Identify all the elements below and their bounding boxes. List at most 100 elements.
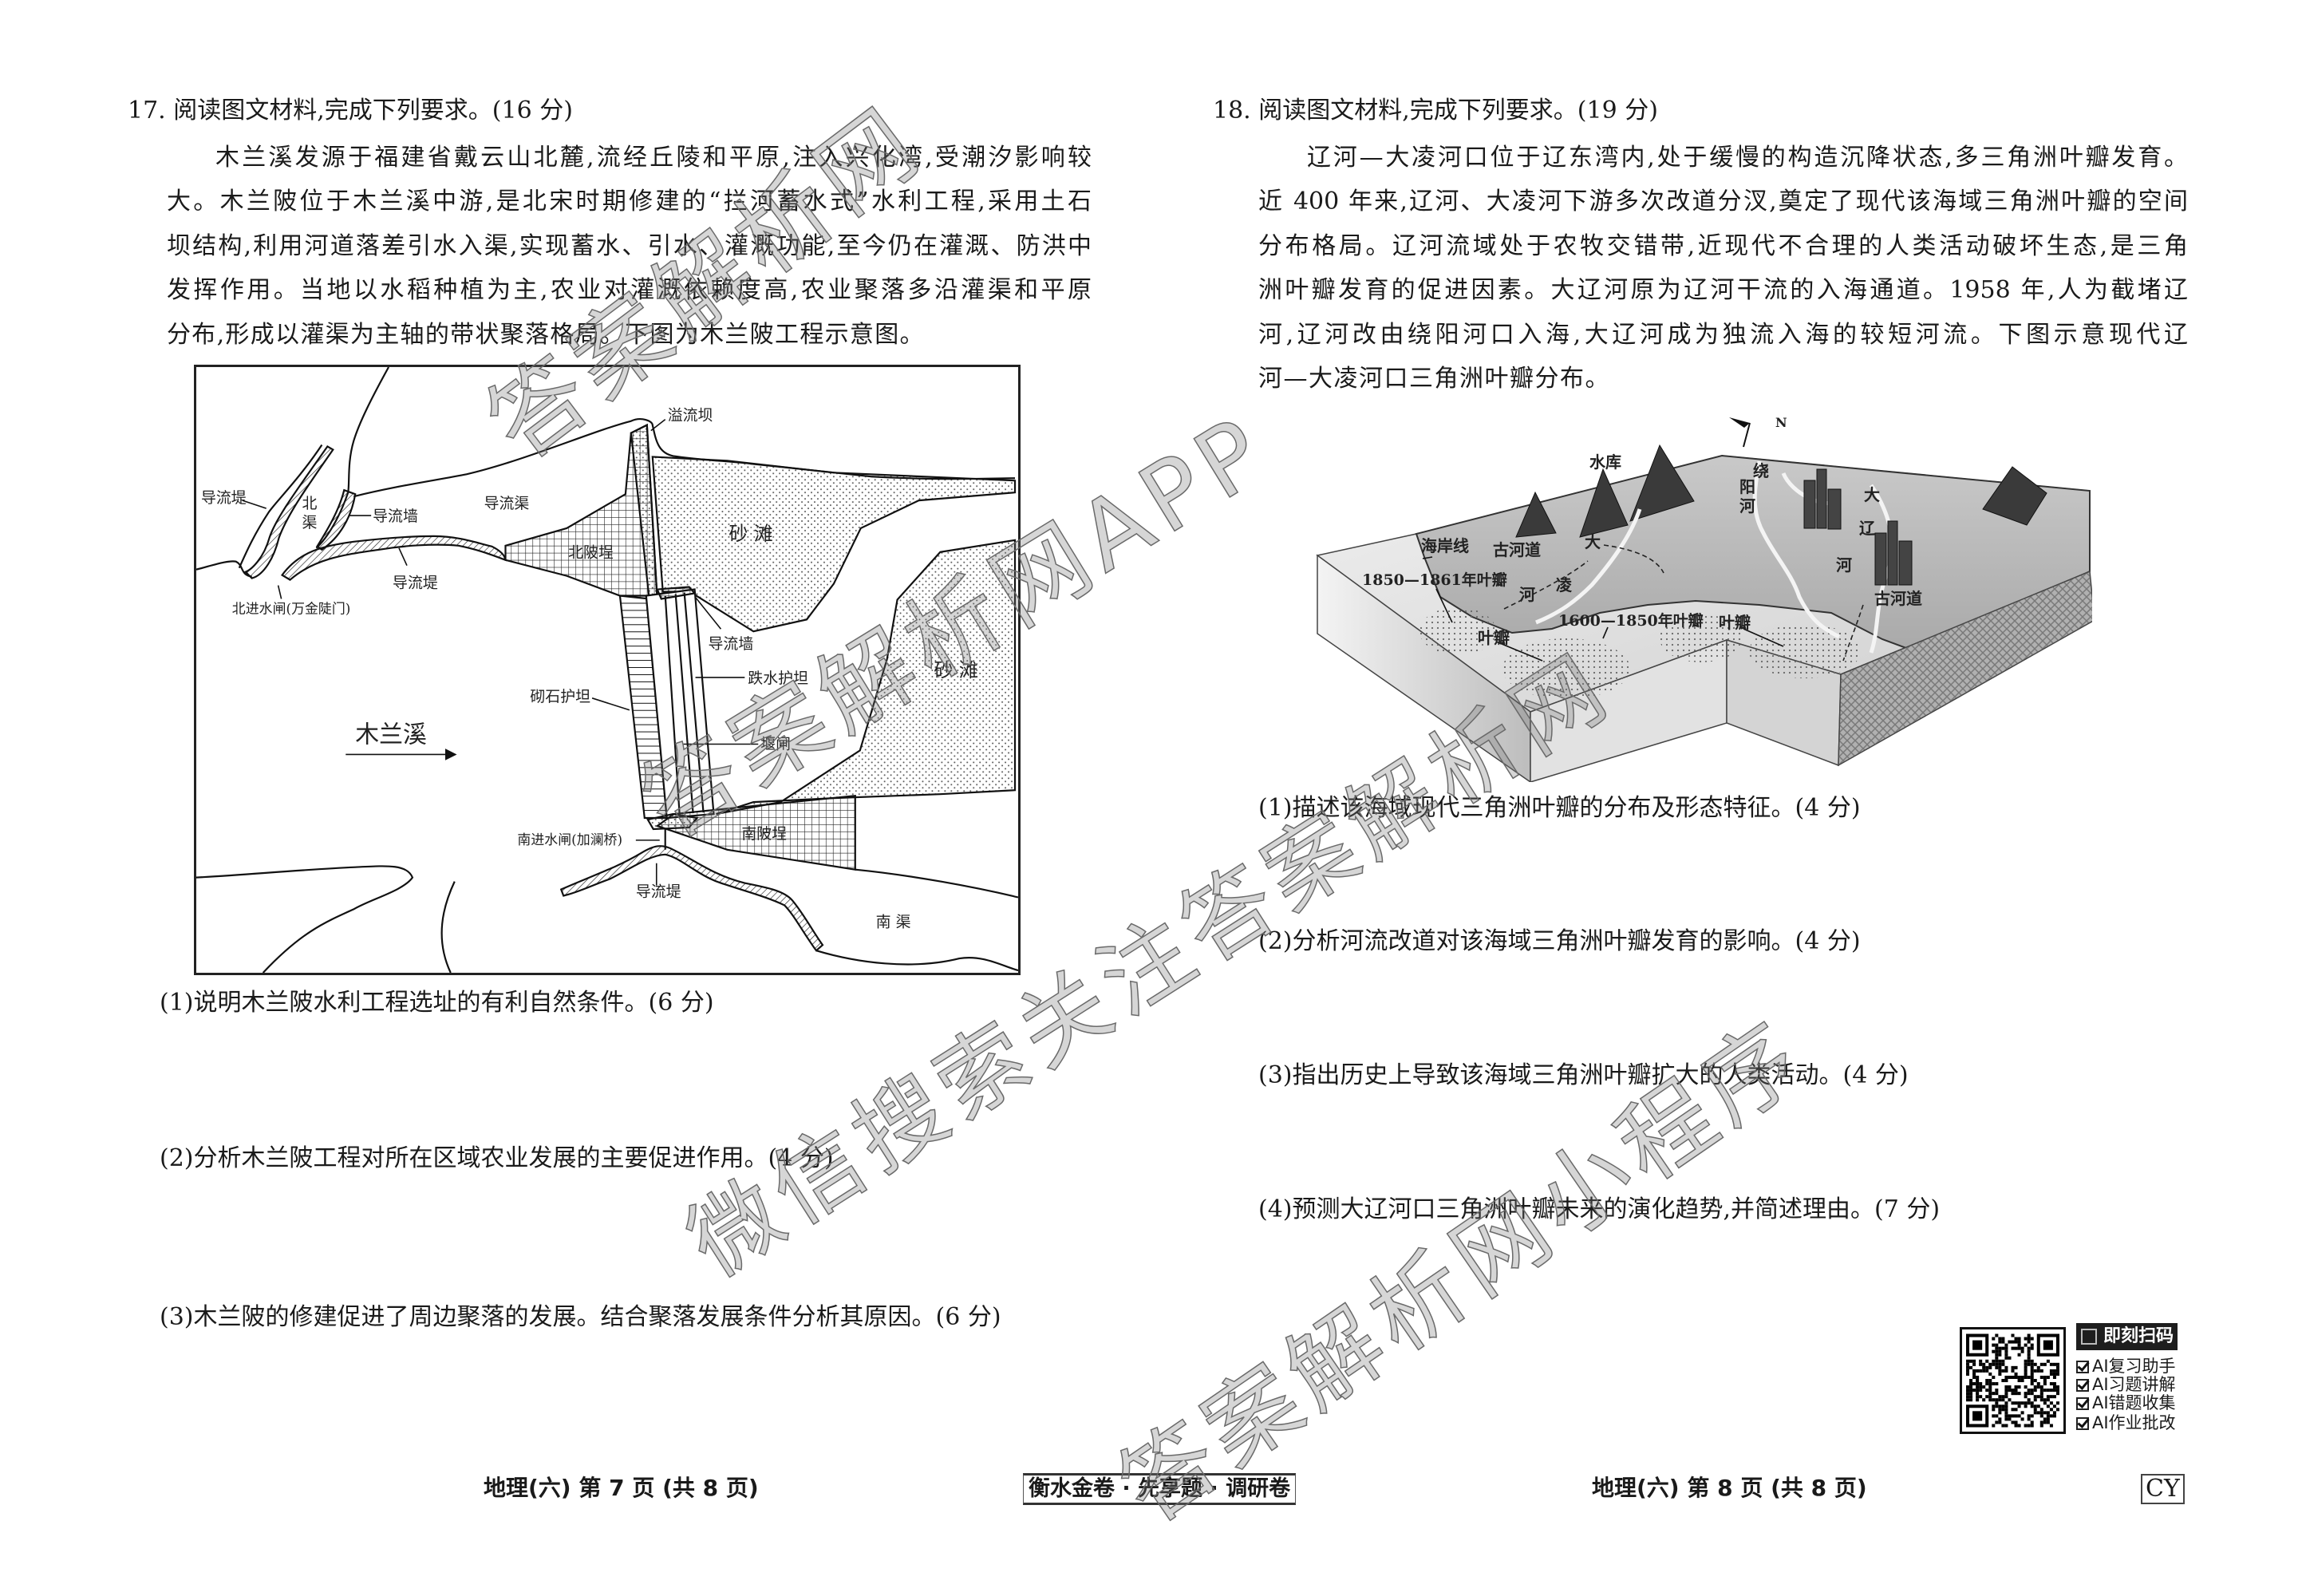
qr-module [2055,1389,2059,1393]
q17-line: 木兰溪发源于福建省戴云山北麓,流经丘陵和平原,注入兴化湾,受潮汐影响较 [215,144,1092,172]
qr-module [1976,1382,1980,1386]
qr-module [1988,1378,1992,1383]
qr-module [1995,1382,1999,1386]
qr-module [1966,1398,1970,1402]
qr-module [2039,1411,2043,1415]
qr-module [2001,1359,2005,1363]
qr-module [1992,1362,1996,1366]
qr-module [2014,1389,2018,1393]
qr-module [2008,1389,2012,1393]
guide-wall-north-canal [315,488,357,551]
qr-module [2049,1369,2053,1373]
qr-module [2001,1404,2005,1408]
label-north-bank: 北陂埕 [568,544,614,562]
qr-module [2055,1385,2059,1389]
qr-module [1992,1404,1996,1408]
qr-module [2020,1346,2024,1350]
qr-module [2027,1356,2031,1360]
qr-module [2043,1401,2047,1405]
q18-question-3: (3)指出历史上导致该海域三角洲叶瓣扩大的人类活动。(4 分) [1258,1061,1909,1089]
qr-module [1995,1401,1999,1405]
qr-module [2024,1385,2028,1389]
qr-module [2039,1414,2043,1418]
qr-module [2033,1385,2037,1389]
q18-line: 辽河—大凌河口位于辽东湾内,处于缓慢的构造沉降状态,多三角洲叶瓣发育。 [1307,144,2188,172]
qr-module [1992,1349,1996,1353]
mulanpi-map: 溢流坝 导流堤 北 渠 导流墙 导流渠 砂 滩 北陂埕 导流堤 北进水闸(万金陡… [196,367,1018,973]
qr-module [1966,1362,1970,1366]
left-front-face [1317,554,1531,782]
qr-module [2030,1424,2034,1428]
qr-module [2011,1408,2015,1412]
qr-module [2027,1375,2031,1379]
qr-module [2036,1382,2040,1386]
south-canal-lower-bank [815,950,1018,972]
south-gate-base [646,812,699,831]
qr-module [1985,1389,1989,1393]
qr-module [1998,1408,2002,1412]
qr-module [2014,1401,2018,1405]
qr-module [2017,1340,2021,1344]
qr-module [2024,1365,2028,1369]
label-old-channel-right: 古河道 [1874,589,1922,608]
qr-code[interactable] [1960,1327,2066,1434]
qr-module [2030,1392,2034,1396]
qr-feature-item: AI习题讲解 [2076,1375,2176,1394]
qr-module [2033,1389,2037,1393]
q18-line: 洲叶瓣发育的促进因素。大辽河原为辽河干流的入海通道。1958 年,人为截堵辽 [1258,276,2188,304]
qr-module [1976,1395,1980,1399]
qr-module [2027,1398,2031,1402]
qr-module [2052,1369,2056,1373]
qr-module [2030,1343,2034,1347]
qr-module [1966,1372,1970,1376]
qr-module [2014,1346,2018,1350]
qr-module [1998,1411,2002,1415]
label-drop-apron: 跌水护坦 [748,670,808,687]
qr-module [1998,1362,2002,1366]
q18-line: 河,辽河改由绕阳河口入海,大辽河成为独流入海的较短河流。下图示意现代辽 [1258,321,2188,349]
qr-module [1995,1398,1999,1402]
qr-module [1995,1420,1999,1424]
qr-module [2033,1362,2037,1366]
qr-module [2027,1340,2031,1344]
south-canal-bank [855,868,1018,899]
qr-module [1985,1378,1989,1383]
qr-module [2011,1346,2015,1350]
qr-module [1998,1395,2002,1399]
lobe-1600-1850 [1660,614,1743,662]
qr-module [1982,1369,1986,1373]
label-coastline: 海岸线 [1421,536,1469,555]
qr-module [2008,1375,2012,1379]
qr-feature-label: AI作业批改 [2092,1413,2176,1432]
qr-module [2039,1424,2043,1428]
qr-module [1988,1362,1992,1366]
qr-module [2001,1362,2005,1366]
qr-module [1985,1359,1989,1363]
label-lobe-1850-1861: 1850—1861年叶瓣 [1362,571,1507,589]
qr-module [1998,1420,2002,1424]
qr-module [2017,1385,2021,1389]
qr-module [2046,1404,2050,1408]
qr-module [2001,1395,2005,1399]
qr-module [2030,1372,2034,1376]
qr-module [1995,1349,1999,1353]
qr-module [2030,1337,2034,1341]
qr-module [1995,1359,1999,1363]
label-daliao-3: 河 [1836,555,1852,575]
qr-module [2017,1401,2021,1405]
qr-module [1992,1424,1996,1428]
qr-module [1976,1392,1980,1396]
qr-module [2014,1340,2018,1344]
qr-feature-label: AI习题讲解 [2092,1375,2176,1394]
qr-module [2049,1414,2053,1418]
q17-question-1: (1)说明木兰陂水利工程选址的有利自然条件。(6 分) [160,989,714,1017]
qr-module [2055,1408,2059,1412]
qr-feature-label: AI错题收集 [2092,1393,2176,1412]
qr-module [2027,1349,2031,1353]
qr-module [1972,1375,1976,1379]
footer-brand: 衡水金卷 · 先享题 · 调研卷 [1023,1473,1297,1505]
qr-module [2004,1369,2008,1373]
label-daling-3: 河 [1519,585,1535,604]
qr-module [2039,1389,2043,1393]
north-arrow-icon [1729,417,1750,428]
